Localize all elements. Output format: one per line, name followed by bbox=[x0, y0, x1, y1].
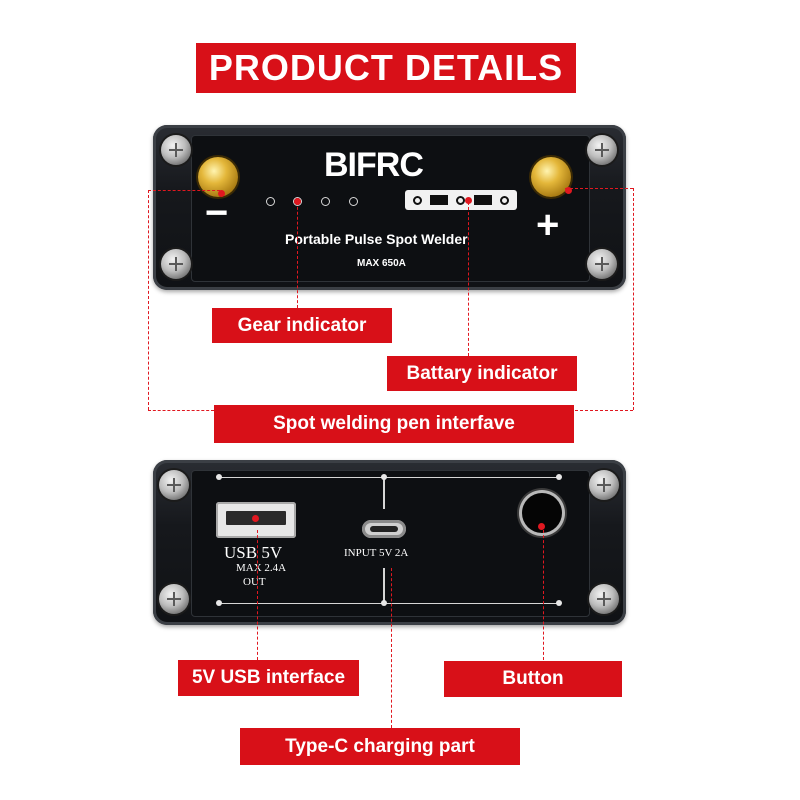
typec-port-slot bbox=[370, 526, 398, 532]
leader-line bbox=[633, 188, 634, 410]
front-panel: − + BIFRC Portable Pulse Spot Welder MAX… bbox=[153, 125, 626, 290]
power-button[interactable] bbox=[522, 493, 562, 533]
usb-out-label: OUT bbox=[243, 576, 266, 588]
battery-segment bbox=[430, 195, 449, 205]
battery-cell-icon bbox=[413, 195, 423, 205]
back-panel: USB 5V MAX 2.4A OUT INPUT 5V 2A bbox=[153, 460, 626, 625]
callout-typec-charging: Type-C charging part bbox=[240, 728, 520, 765]
callout-usb-interface: 5V USB interface bbox=[178, 660, 359, 696]
leader-line bbox=[148, 190, 220, 191]
leader-line bbox=[575, 410, 633, 411]
gear-led-marker bbox=[294, 198, 301, 205]
battery-cell-icon bbox=[499, 195, 509, 205]
leader-line bbox=[148, 190, 149, 410]
leader-line bbox=[565, 188, 633, 189]
panel-dot bbox=[381, 474, 387, 480]
typec-port[interactable] bbox=[362, 520, 406, 538]
page-title: PRODUCT DETAILS bbox=[196, 43, 576, 93]
screw-icon bbox=[161, 135, 191, 165]
callout-gear-indicator: Gear indicator bbox=[212, 308, 392, 343]
usb-label: USB 5V bbox=[224, 543, 283, 562]
leader-line bbox=[297, 202, 298, 308]
terminal-marker-dot bbox=[565, 187, 572, 194]
panel-dot bbox=[556, 600, 562, 606]
product-subtitle: Portable Pulse Spot Welder bbox=[285, 231, 468, 247]
typec-label: INPUT 5V 2A bbox=[344, 547, 409, 559]
screw-icon bbox=[159, 470, 189, 500]
terminal-marker-dot bbox=[218, 190, 225, 197]
gear-led-4 bbox=[349, 197, 358, 206]
screw-icon bbox=[589, 584, 619, 614]
panel-dot bbox=[556, 474, 562, 480]
screw-icon bbox=[589, 470, 619, 500]
leader-line bbox=[391, 568, 392, 728]
battery-indicator bbox=[405, 190, 517, 210]
screw-icon bbox=[159, 584, 189, 614]
panel-line bbox=[219, 603, 559, 604]
panel-dot bbox=[216, 474, 222, 480]
screw-icon bbox=[161, 249, 191, 279]
gear-led-3 bbox=[321, 197, 330, 206]
leader-line bbox=[543, 530, 544, 660]
usb-max-label: MAX 2.4A bbox=[236, 562, 287, 574]
front-plate bbox=[191, 135, 590, 282]
callout-pen-interface: Spot welding pen interfave bbox=[214, 405, 574, 443]
callout-button: Button bbox=[444, 661, 622, 697]
gear-led-1 bbox=[266, 197, 275, 206]
callout-battery-indicator: Battary indicator bbox=[387, 356, 577, 391]
brand-logo: BIFRC bbox=[324, 146, 424, 184]
screw-icon bbox=[587, 249, 617, 279]
screw-icon bbox=[587, 135, 617, 165]
usb-marker-dot bbox=[252, 515, 259, 522]
battery-cell-icon bbox=[456, 195, 466, 205]
leader-line bbox=[148, 410, 214, 411]
button-marker-dot bbox=[538, 523, 545, 530]
battery-segment bbox=[473, 195, 492, 205]
minus-sign: − bbox=[205, 191, 229, 235]
battery-marker-dot bbox=[465, 197, 472, 204]
panel-dot bbox=[216, 600, 222, 606]
usb-port[interactable] bbox=[216, 502, 296, 538]
plus-sign: + bbox=[536, 203, 560, 247]
panel-line bbox=[383, 568, 385, 603]
max-rating: MAX 650A bbox=[357, 258, 406, 269]
panel-line bbox=[383, 477, 385, 509]
leader-line bbox=[257, 530, 258, 660]
panel-line bbox=[219, 477, 559, 478]
leader-line bbox=[468, 202, 469, 356]
panel-dot bbox=[381, 600, 387, 606]
positive-terminal[interactable] bbox=[531, 157, 571, 197]
